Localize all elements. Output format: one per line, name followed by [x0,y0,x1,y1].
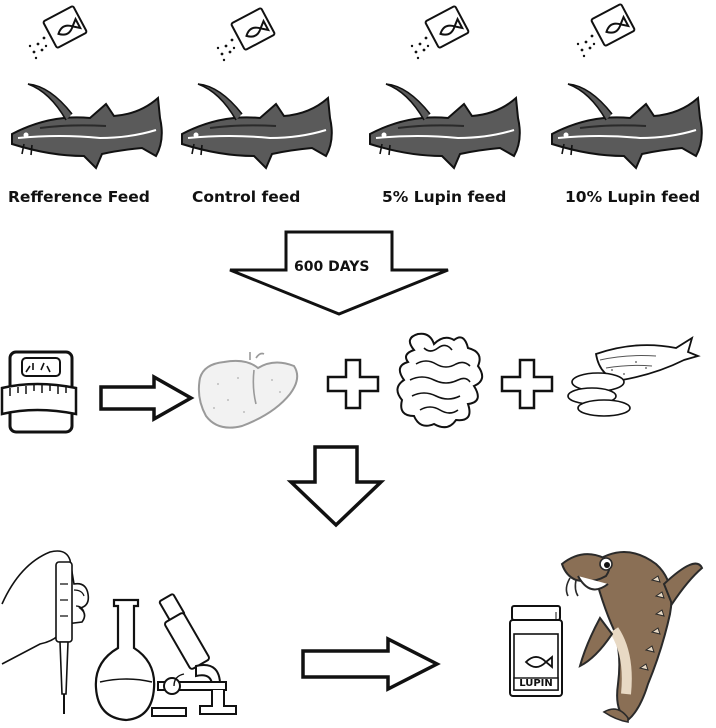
duration-down-arrow [229,230,449,316]
sturgeon-icon [181,83,333,170]
duration-label: 600 DAYS [294,259,370,275]
pipette-hand-icon [1,550,90,714]
weight-scale-icon [0,350,78,434]
feed-packet-icon [410,5,470,60]
jar-label: LUPIN [519,678,553,689]
liver-icon [197,352,299,429]
plus-icon [326,358,380,410]
lupin-jar-icon [509,605,563,697]
feed-packet-icon [216,7,276,62]
down-arrow [286,445,386,528]
happy-sturgeon-icon [560,551,704,723]
right-arrow [301,636,441,692]
feed-label-lupin-10: 10% Lupin feed [565,188,701,206]
feed-packet-icon [576,3,636,58]
feed-label-reference: Refference Feed [8,188,150,206]
feed-packet-icon [28,5,88,60]
plus-icon [500,358,554,410]
sturgeon-icon [11,83,163,170]
intestine-icon [396,332,484,429]
fish-fillet-icon [567,335,701,417]
feed-label-lupin-5: 5% Lupin feed [382,188,507,206]
microscope-icon [151,593,237,717]
sturgeon-icon [551,83,703,170]
right-arrow [99,373,195,423]
flask-icon [94,598,156,722]
feed-label-control: Control feed [192,188,301,206]
sturgeon-icon [369,83,521,170]
